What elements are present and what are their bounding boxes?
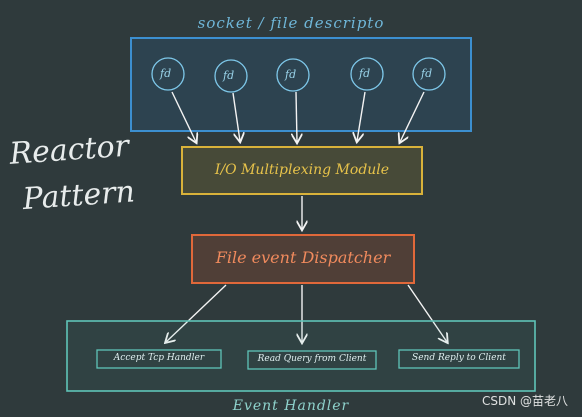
arrow-fd4-to-io	[357, 91, 366, 141]
arrow-dispatcher-to-send	[407, 284, 447, 342]
handler-label-accept: Accept Tcp Handler	[113, 353, 205, 363]
handler-group-label: Event Handler	[232, 398, 350, 414]
handler-box-send	[398, 349, 520, 369]
fd-node-1	[151, 57, 185, 91]
fd-node-5	[412, 57, 446, 91]
dispatcher-label: File event Dispatcher	[215, 248, 391, 267]
dispatcher-box	[191, 234, 415, 284]
handler-label-read: Read Query from Client	[257, 354, 367, 364]
arrow-fd3-to-io	[296, 91, 297, 142]
socket-group-box	[130, 37, 472, 132]
fd-label-3: fd	[285, 68, 297, 81]
fd-label-2: fd	[223, 69, 235, 82]
arrow-fd2-to-io	[232, 92, 240, 141]
io-module-label: I/O Multiplexing Module	[214, 162, 390, 178]
fd-label-4: fd	[359, 67, 371, 80]
fd-node-4	[350, 57, 384, 91]
io-module-box	[181, 146, 423, 195]
fd-label-1: fd	[160, 67, 172, 80]
handler-box-read	[247, 350, 377, 370]
watermark: CSDN @苗老八	[481, 394, 568, 408]
arrow-dispatcher-to-accept	[166, 284, 227, 342]
handler-group-box	[66, 320, 536, 392]
fd-label-5: fd	[421, 67, 433, 80]
handler-label-send: Send Reply to Client	[412, 353, 506, 363]
fd-node-2	[214, 59, 248, 93]
arrow-fd5-to-io	[400, 91, 425, 142]
fd-node-3	[276, 58, 310, 92]
reactor-pattern-title: Reactor Pattern	[8, 123, 136, 223]
pattern-title-line-2: Pattern	[21, 174, 136, 218]
handler-box-accept	[96, 349, 222, 369]
socket-group-label: socket / file descripto	[197, 14, 385, 32]
arrow-fd1-to-io	[171, 91, 196, 142]
